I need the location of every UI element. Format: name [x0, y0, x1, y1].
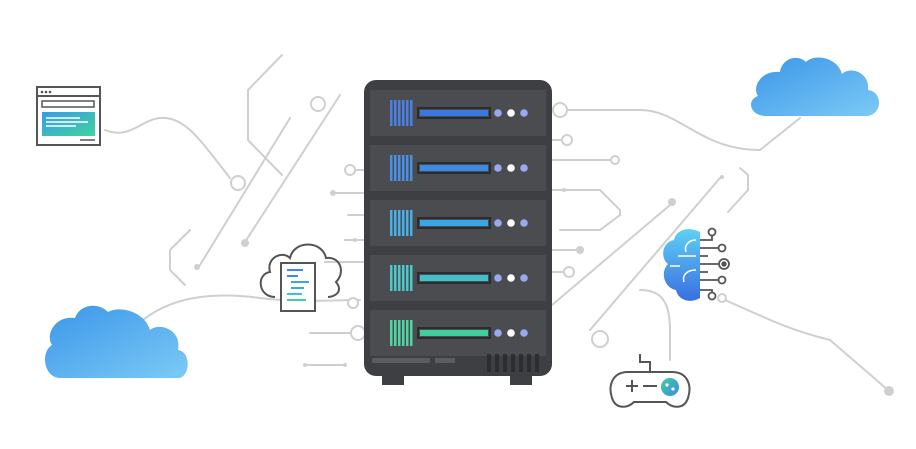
vent-line [406, 320, 409, 346]
status-light [507, 219, 515, 227]
status-bar [420, 220, 488, 226]
vent-line [406, 155, 409, 181]
status-light [520, 329, 528, 337]
vent-line [398, 210, 401, 236]
vent-line [398, 100, 401, 126]
vent-line [390, 155, 393, 181]
server-units [370, 90, 546, 356]
vent-line [394, 265, 397, 291]
vent-line [398, 155, 401, 181]
status-light [507, 274, 515, 282]
server-unit [370, 90, 546, 136]
status-light [520, 219, 528, 227]
status-light [494, 219, 502, 227]
ai-brain-circuit-icon [663, 227, 730, 301]
vent-line [398, 265, 401, 291]
vent-line [390, 210, 393, 236]
status-light [507, 329, 515, 337]
vent-line [410, 320, 413, 346]
cloud-icon [45, 305, 188, 378]
status-light [494, 329, 502, 337]
server-unit [370, 310, 546, 356]
vent-line [394, 155, 397, 181]
rack-vent-slots [487, 354, 539, 372]
status-light [507, 109, 515, 117]
server-unit [370, 255, 546, 301]
status-light [494, 164, 502, 172]
gamepad-icon [609, 354, 691, 408]
status-bar [420, 165, 488, 171]
vent-line [410, 100, 413, 126]
vent-line [394, 320, 397, 346]
status-bar [420, 275, 488, 281]
vent-line [402, 155, 405, 181]
status-light [494, 109, 502, 117]
vent-line [410, 210, 413, 236]
status-bar [420, 110, 488, 116]
vent-line [390, 265, 393, 291]
vent-line [410, 265, 413, 291]
vent-line [406, 100, 409, 126]
vent-line [402, 265, 405, 291]
browser-window-icon [36, 86, 101, 146]
status-bar [420, 330, 488, 336]
cloud-icon [751, 57, 880, 116]
server-rack [364, 80, 552, 385]
status-light [520, 164, 528, 172]
status-light [520, 109, 528, 117]
server-unit [370, 145, 546, 191]
vent-line [402, 320, 405, 346]
vent-line [394, 100, 397, 126]
status-light [507, 164, 515, 172]
status-light [520, 274, 528, 282]
vent-line [410, 155, 413, 181]
circuit-lines [104, 54, 894, 396]
status-light [494, 274, 502, 282]
vent-line [390, 100, 393, 126]
vent-line [394, 210, 397, 236]
server-unit [370, 200, 546, 246]
cloud-document-icon [259, 243, 342, 312]
vent-line [402, 210, 405, 236]
vent-line [398, 320, 401, 346]
vent-line [402, 100, 405, 126]
vent-line [406, 265, 409, 291]
vent-line [390, 320, 393, 346]
vent-line [406, 210, 409, 236]
